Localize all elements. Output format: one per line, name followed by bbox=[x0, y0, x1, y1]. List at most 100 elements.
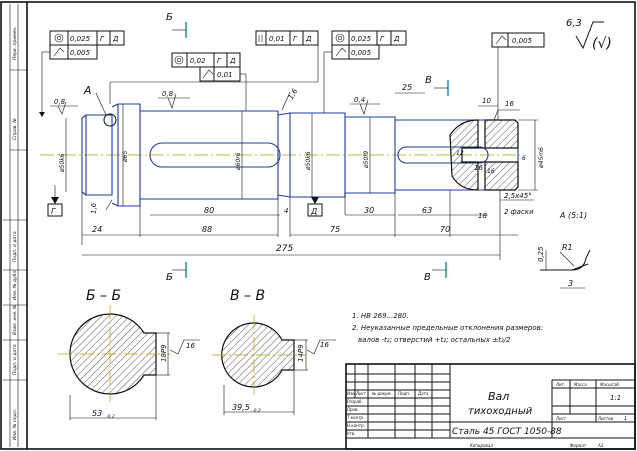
dim-d2: ø65 bbox=[122, 151, 129, 163]
fcf1-a-ref: Г bbox=[100, 35, 105, 43]
fcf-group-5: 0,005 bbox=[491, 32, 545, 120]
rough-4: 0,4 bbox=[354, 96, 365, 104]
tb-name1: Вал bbox=[488, 390, 509, 403]
tb-format: Формат bbox=[570, 443, 587, 448]
datum-d: Д bbox=[310, 207, 317, 216]
tb-row-nkontr: Н.контр. bbox=[347, 423, 365, 428]
fcf-group-1: 0,025 Г Д 0,005 bbox=[39, 30, 125, 117]
section-b-top: Б bbox=[166, 12, 173, 23]
fcf2-a-val: 0,02 bbox=[190, 57, 206, 65]
section-vv-depth: 39,5 bbox=[232, 403, 250, 412]
section-vv-finish: 16 bbox=[320, 341, 329, 349]
frame-label-7: Инв. № подл. bbox=[12, 409, 18, 440]
roughness-marks: 0,8 0,8 1,6 0,4 1,6 16 16 bbox=[50, 87, 520, 214]
tb-col-scale: Масштаб bbox=[600, 382, 620, 387]
frame-label-4: Инв. № дубл. bbox=[12, 269, 18, 300]
dim-d5: ø50f9 bbox=[363, 151, 370, 169]
callout-a: А bbox=[83, 84, 92, 97]
frame-label-2: Справ. № bbox=[12, 118, 18, 140]
rough-3: 1,6 bbox=[287, 87, 300, 101]
technical-notes: 1. HB 269...280. 2. Неуказанные предельн… bbox=[352, 312, 543, 344]
tb-row-utv: Утв. bbox=[347, 431, 355, 436]
rough-5: 1,6 bbox=[90, 202, 98, 214]
tb-hdr-date: Дата bbox=[417, 391, 429, 396]
dim-chamfer: 2,5х45° bbox=[504, 192, 532, 200]
dim-l18: 18 bbox=[478, 212, 487, 220]
tb-row-tkontr: Т.контр. bbox=[347, 415, 364, 420]
datum-d-box bbox=[307, 203, 323, 217]
dim-l16: 16 bbox=[487, 168, 495, 175]
title-block: Изм Лист № докум. Подп. Дата Разраб. Про… bbox=[345, 363, 636, 450]
rough-2: 0,8 bbox=[162, 90, 174, 98]
frame-label-1: Перв. примен. bbox=[12, 26, 18, 60]
local-cut-hatch bbox=[449, 119, 479, 191]
section-vv: В – В 14P9 16 39,5 -0,2 bbox=[212, 288, 336, 415]
fcf1-a-ref2: Д bbox=[112, 35, 119, 43]
rough-8: 16 bbox=[474, 164, 483, 172]
fcf4-b-val: 0,005 bbox=[351, 49, 372, 57]
tb-hdr-doc: № докум. bbox=[371, 391, 392, 396]
frame-label-3: Подп. и дата bbox=[12, 231, 18, 262]
detail-w: 3 bbox=[568, 279, 573, 288]
length-dimensions: 80 24 88 4 75 30 63 70 18 275 25 10 2,5х… bbox=[81, 83, 534, 260]
dim-l88: 88 bbox=[202, 225, 212, 234]
frame-side-strip: Перв. примен. Справ. № Подп. и дата Инв.… bbox=[3, 4, 27, 447]
section-vv-key: 14P9 bbox=[297, 344, 305, 362]
tb-col-lit: Лит. bbox=[555, 382, 565, 387]
dim-chamfer-note: 2 фаски bbox=[504, 208, 534, 216]
dim-l30: 30 bbox=[364, 206, 374, 215]
tb-copied: Копировал bbox=[470, 443, 493, 448]
note-3: валов -t₂; отверстий +t₂; остальных ±t₂/… bbox=[358, 336, 511, 344]
detail-h: 0,25 bbox=[537, 246, 545, 262]
fcf-group-3: 0,01 Г Д bbox=[109, 30, 319, 104]
tb-hdr-sign: Подп. bbox=[398, 391, 410, 396]
diameter-dimensions: ø50k6 ø65 ø60r6 ø50k6 ø50f9 ø45m6 6 12 1… bbox=[59, 104, 545, 206]
fcf3-ref: Г bbox=[293, 35, 298, 43]
datums: Г Д bbox=[47, 185, 323, 217]
datum-g: Г bbox=[51, 207, 56, 216]
dim-d4: ø50k6 bbox=[305, 151, 312, 171]
dim-l10: 10 bbox=[482, 97, 491, 105]
fcf1-a-val: 0,025 bbox=[70, 35, 91, 43]
section-v-bottom: В bbox=[424, 272, 431, 283]
fcf2-a-ref2: Д bbox=[229, 57, 236, 65]
fcf5-val: 0,005 bbox=[512, 37, 533, 45]
dim-l24: 24 bbox=[92, 225, 102, 234]
shaft-main-view: А bbox=[40, 84, 520, 207]
tb-row-prov: Пров. bbox=[347, 407, 359, 412]
key-slot-2 bbox=[397, 146, 489, 164]
dim-d3: ø60r6 bbox=[235, 152, 242, 171]
frame-label-5: Взам. инв. № bbox=[12, 304, 18, 335]
dim-l25: 25 bbox=[402, 83, 412, 92]
section-marks: Б Б В В bbox=[166, 12, 449, 283]
fcf-group-4: 0,025 Г Д 0,005 bbox=[323, 30, 407, 113]
fcf3-ref2: Д bbox=[305, 35, 312, 43]
section-bb-title: Б – Б bbox=[86, 288, 121, 304]
dim-l275: 275 bbox=[276, 244, 293, 254]
tb-row-razrab: Разраб. bbox=[347, 399, 363, 404]
finish-paren: (√) bbox=[592, 36, 612, 52]
section-b-bottom: Б bbox=[166, 272, 173, 283]
dim-l12: 12 bbox=[456, 150, 464, 157]
dim-l75: 75 bbox=[330, 225, 340, 234]
tb-col-mass: Масса bbox=[574, 382, 587, 387]
detail-r: R1 bbox=[562, 243, 573, 252]
section-bb: Б – Б 18P9 16 53 -0,2 bbox=[58, 288, 200, 420]
section-vv-title: В – В bbox=[230, 288, 265, 304]
tb-name2: тихоходный bbox=[468, 406, 533, 417]
frame-label-6: Подп. и дата bbox=[12, 344, 18, 375]
finish-value: 6,3 bbox=[566, 18, 582, 29]
section-v-top: В bbox=[425, 75, 432, 86]
tb-hdr-izm: Изм bbox=[347, 391, 355, 396]
note-1: 1. HB 269...280. bbox=[352, 312, 409, 320]
detail-a-circle bbox=[103, 113, 117, 127]
section-bb-key: 18P9 bbox=[160, 344, 168, 362]
shaft-outline bbox=[81, 103, 519, 207]
rough-1: 0,8 bbox=[54, 98, 66, 106]
note-2: 2. Неуказанные предельные отклонения раз… bbox=[352, 324, 543, 332]
tb-sheet: Лист bbox=[555, 416, 567, 421]
detail-a-view: А (5:1) 0,25 R1 3 bbox=[537, 211, 591, 289]
section-bb-tol: -0,2 bbox=[106, 414, 115, 420]
